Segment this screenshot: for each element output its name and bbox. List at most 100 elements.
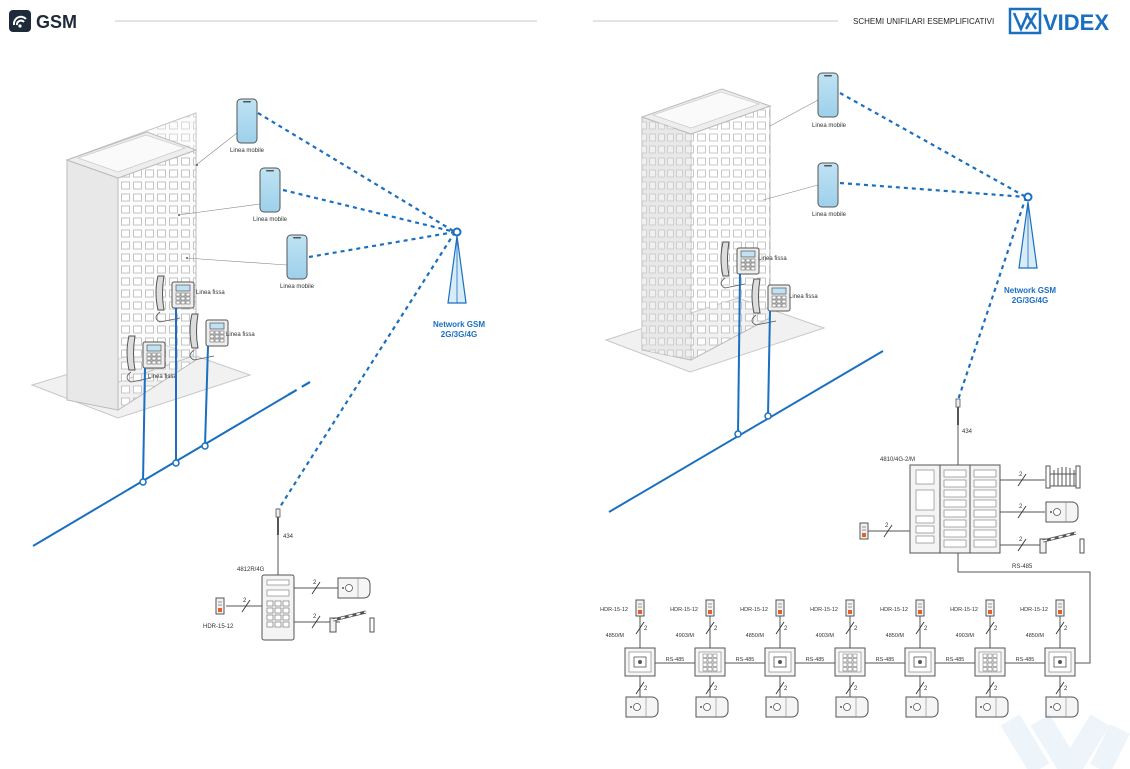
panel-label: 4812R/4G [237,567,265,573]
wire-count: 2 [784,626,788,632]
wire-count: 2 [854,686,858,692]
bus-label: RS-485 [1016,657,1035,663]
landline-cables [32,308,289,547]
psu-label: HDR-15-12 [203,624,234,630]
psu-label: HDR-15-12 [950,607,978,613]
antenna-icon [955,398,961,426]
mobile-phone-icon [286,234,308,280]
right-diagram: Linea mobile Linea mobile Network GSM 2G… [600,72,1091,718]
module-row: HDR-15-12 2 4850/M RS-485 2 HDR-15-12 2 4903/M R… [600,599,1079,718]
bus-label: RS-485 [876,657,895,663]
antenna-label: 434 [962,429,973,435]
header: GSM SCHEMI UNIFILARI ESEMPLIFICATIVI VID… [9,7,1109,35]
left-building [65,112,198,411]
wire-count: 2 [924,626,928,632]
right-building [640,88,772,361]
door-panel-4812r [261,574,295,641]
gsm-links [257,112,456,511]
network-label: Network GSM [1004,286,1056,295]
left-diagram: Linea mobile Linea mobile Linea mobile N… [30,98,485,641]
landline-cables [608,273,884,513]
barrier-gate-icon [1038,531,1086,555]
rs485-bus [957,553,1091,664]
landline-label: Linea fissa [758,256,787,262]
network-gen-label: 2G/3G/4G [441,330,477,339]
module-unit: HDR-15-12 2 4850/M 2 [1020,599,1079,718]
module-unit: HDR-15-12 2 4850/M RS-485 2 [880,599,975,718]
power-supply-icon [1055,599,1065,617]
power-supply-icon [985,599,995,617]
antenna-icon [275,508,281,536]
bus-label: RS-485 [736,657,755,663]
mobile-phone-icon [236,98,258,144]
module-code: 4850/M [746,633,765,639]
mobile-label: Linea mobile [812,212,847,218]
module-code: 4903/M [816,633,835,639]
landline-label: Linea fissa [226,332,255,338]
wire-count: 2 [313,580,317,586]
mobile-label: Linea mobile [253,217,288,223]
wire-count: 2 [243,598,247,604]
mobile-label: Linea mobile [230,148,265,154]
power-supply-icon [705,599,715,617]
wire-count: 2 [1019,472,1023,478]
bus-label: RS-485 [666,657,685,663]
gsm-logo: GSM [9,10,77,32]
videx-watermark [1000,714,1130,769]
wire-count: 2 [924,686,928,692]
brand-name: VIDEX [1043,10,1109,35]
camera-unit-icon [905,696,939,718]
psu-label: HDR-15-12 [600,607,628,613]
wire-count: 2 [1019,537,1023,543]
power-supply-icon [845,599,855,617]
videx-logo: VIDEX [1008,7,1109,35]
module-code: 4850/M [606,633,625,639]
wire-count: 2 [1064,686,1068,692]
camera-unit-icon [337,577,371,599]
module-code: 4850/M [1026,633,1045,639]
sliding-gate-icon [1045,465,1081,489]
mobile-label: Linea mobile [280,284,315,290]
camera-unit-icon [1045,696,1079,718]
camera-unit-icon [975,696,1009,718]
power-supply-icon [915,599,925,617]
module-unit: HDR-15-12 2 4903/M RS-485 2 [670,599,765,718]
wire-count: 2 [714,686,718,692]
psu-label: HDR-15-12 [810,607,838,613]
mobile-phone-icon [817,162,839,208]
psu-label: HDR-15-12 [670,607,698,613]
wire-count: 2 [994,626,998,632]
landline-label: Linea fissa [196,290,225,296]
power-supply-icon [859,522,869,540]
door-panel-4810 [909,464,1001,554]
camera-unit-icon [835,696,869,718]
power-supply-icon [775,599,785,617]
network-gen-label: 2G/3G/4G [1012,296,1048,305]
wire-count: 2 [313,614,317,620]
wire-count: 2 [714,626,718,632]
wire-count: 2 [1064,626,1068,632]
bus-label: RS-485 [946,657,965,663]
psu-label: HDR-15-12 [1020,607,1048,613]
mobile-label: Linea mobile [812,123,847,129]
wire-count: 2 [644,686,648,692]
psu-label: HDR-15-12 [880,607,908,613]
bus-label: RS-485 [806,657,825,663]
gsm-tower-icon [447,227,467,304]
mobile-phone-icon [259,167,281,213]
wire-count: 2 [784,686,788,692]
module-code: 4850/M [886,633,905,639]
module-code: 4903/M [676,633,695,639]
gsm-logo-text: GSM [36,12,77,32]
wire-count: 2 [1019,504,1023,510]
section-title: SCHEMI UNIFILARI ESEMPLIFICATIVI [853,17,994,26]
antenna-label: 434 [283,534,294,540]
camera-unit-icon [765,696,799,718]
power-supply-icon [215,597,225,615]
bus-label: RS-485 [1012,564,1033,570]
camera-unit-icon [625,696,659,718]
